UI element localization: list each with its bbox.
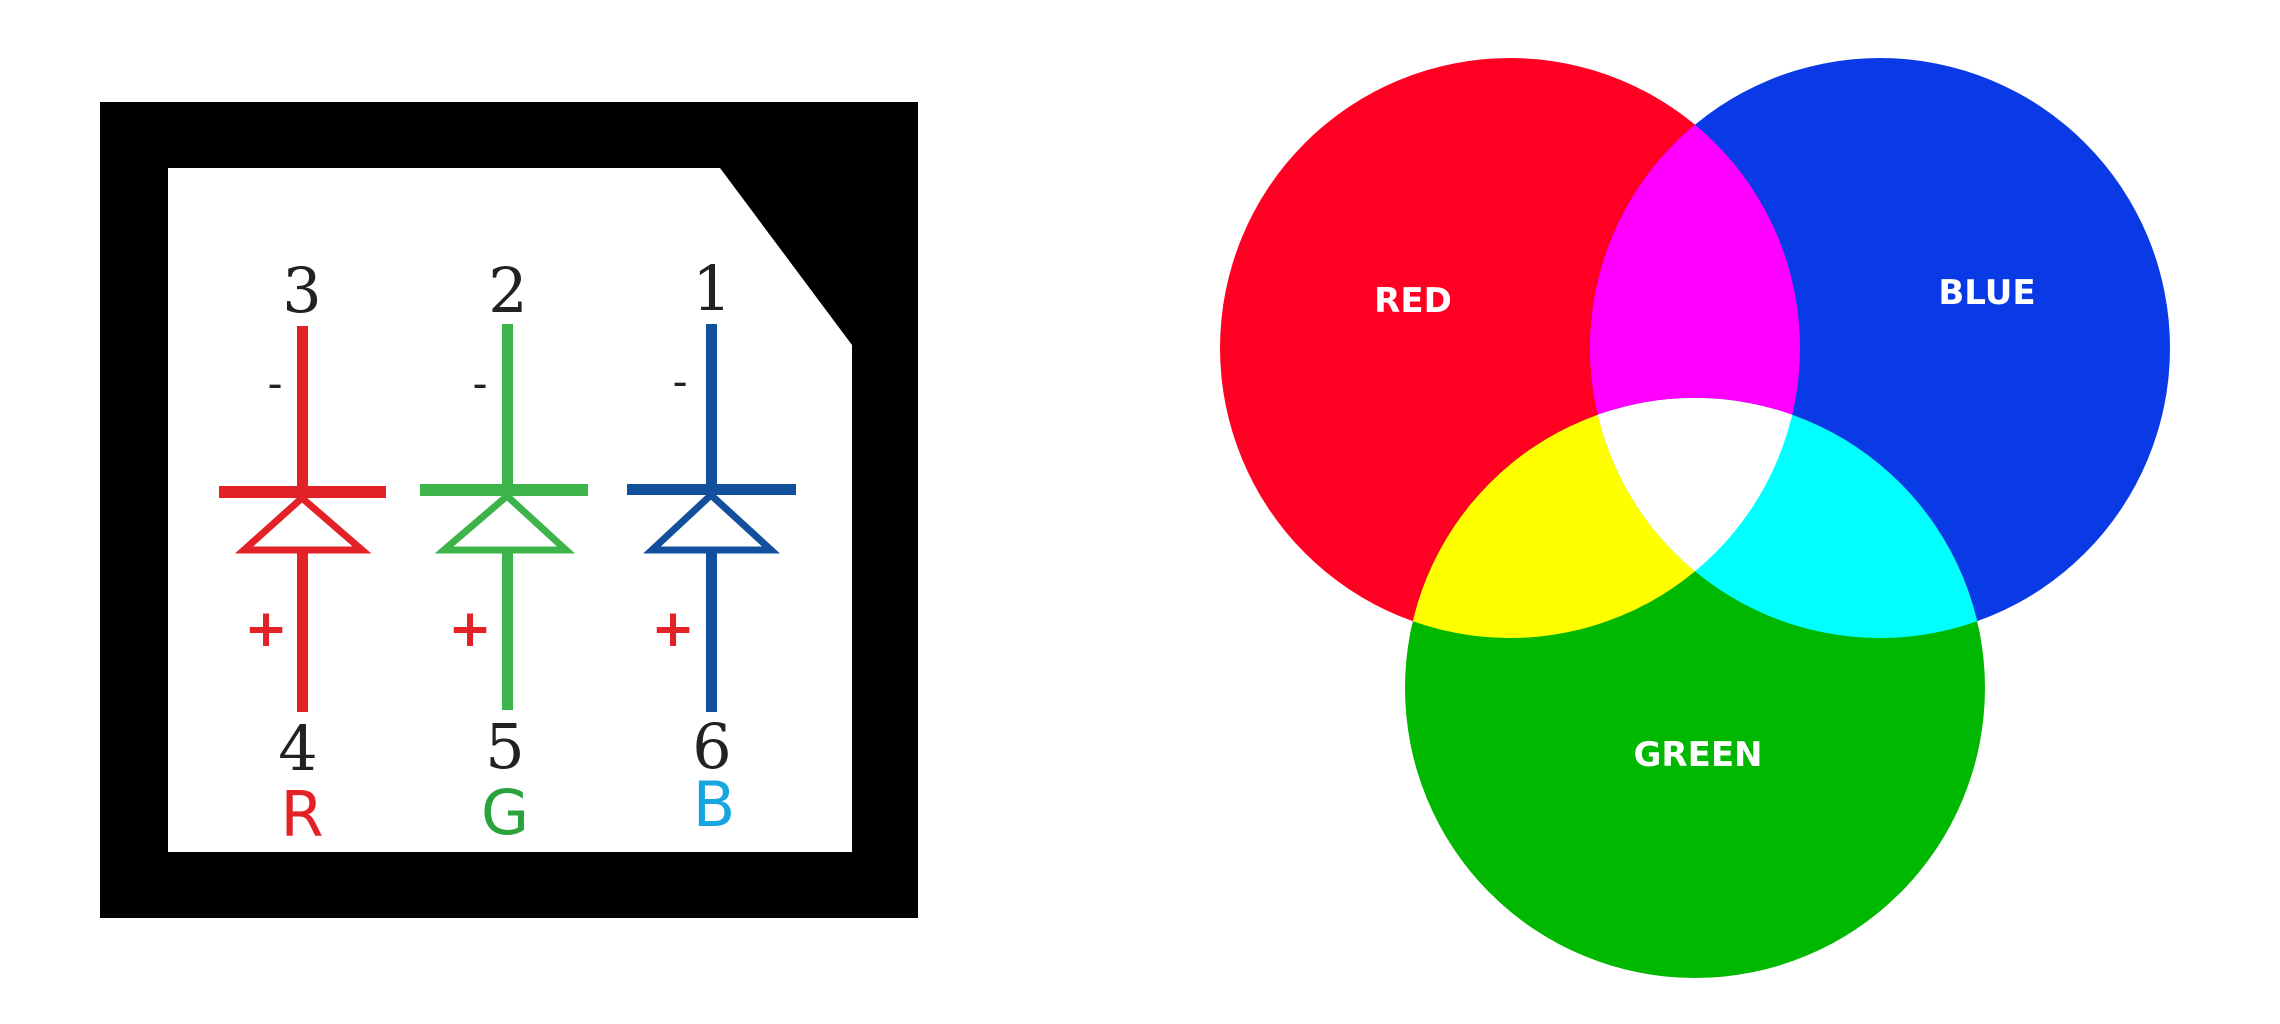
pin-number-2: 2 <box>488 254 527 327</box>
lead-bottom-green <box>502 550 513 710</box>
channel-letter-b: B <box>693 768 736 841</box>
pinout-frame <box>100 102 918 918</box>
pin-number-3: 3 <box>282 254 321 327</box>
label-blue: BLUE <box>1938 273 2035 313</box>
lead-top-blue <box>706 324 717 486</box>
rgb-led-pinout: 3 - + 4 R 2 - + 5 G 1 - <box>100 102 918 918</box>
bar-green <box>420 484 588 496</box>
pin-number-5: 5 <box>485 710 524 783</box>
channel-blue: 1 - + 6 B <box>627 252 796 841</box>
channel-green: 2 - + 5 G <box>420 254 588 849</box>
plus-sign-green: + <box>448 599 492 659</box>
overlap-red-green <box>1405 398 1800 638</box>
rgb-venn-diagram: RED BLUE GREEN <box>1220 58 2170 978</box>
channel-red: 3 - + 4 R <box>219 254 386 851</box>
overlap-blue-green <box>1590 398 1985 638</box>
pin-number-1: 1 <box>692 252 731 325</box>
diode-triangle-red <box>234 493 372 554</box>
label-green: GREEN <box>1634 735 1763 775</box>
minus-sign-green: - <box>473 358 488 409</box>
pin-number-4: 4 <box>278 712 317 785</box>
channel-letter-r: R <box>280 778 323 851</box>
minus-sign-red: - <box>268 358 283 409</box>
lead-bottom-red <box>297 550 308 712</box>
plus-sign-red: + <box>244 599 288 659</box>
diode-triangle-blue <box>643 490 780 554</box>
lead-bottom-blue <box>706 550 717 712</box>
channel-letter-g: G <box>481 776 529 849</box>
plus-sign-blue: + <box>651 599 695 659</box>
lead-top-green <box>502 324 513 486</box>
lead-top-red <box>297 326 308 490</box>
bar-blue <box>627 484 796 495</box>
bar-red <box>219 486 386 498</box>
minus-sign-blue: - <box>673 356 688 407</box>
label-red: RED <box>1374 281 1452 321</box>
diode-triangle-green <box>434 491 576 554</box>
pin-number-6: 6 <box>692 710 731 783</box>
